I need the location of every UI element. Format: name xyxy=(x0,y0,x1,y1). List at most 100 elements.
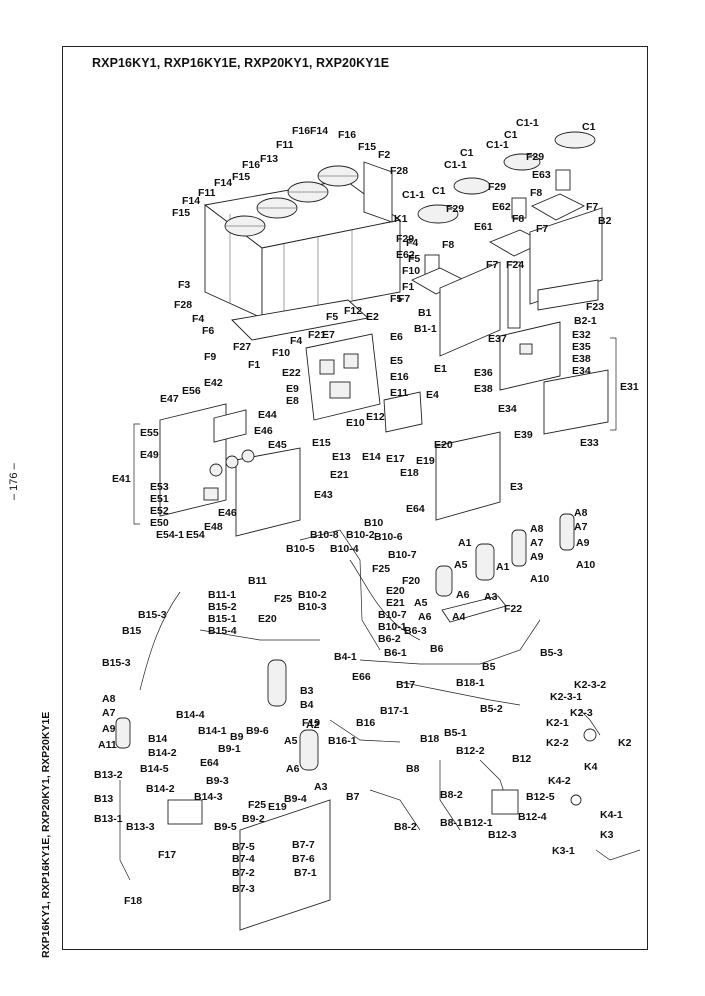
label-b11: B11 xyxy=(248,575,267,587)
label-a1: A1 xyxy=(496,561,510,573)
label-b14-2: B14-2 xyxy=(148,747,177,759)
label-b3: B3 xyxy=(300,685,314,697)
label-f25: F25 xyxy=(248,799,266,811)
label-b15-3: B15-3 xyxy=(102,657,131,669)
label-c1-1: C1-1 xyxy=(444,159,467,171)
label-b14-3: B14-3 xyxy=(194,791,223,803)
label-e63: E63 xyxy=(532,169,551,181)
label-e13: E13 xyxy=(332,451,351,463)
label-e36: E36 xyxy=(474,367,493,379)
label-f6: F6 xyxy=(202,325,214,337)
label-f27: F27 xyxy=(233,341,251,353)
label-f10: F10 xyxy=(402,265,420,277)
label-b8: B8 xyxy=(406,763,420,775)
label-e16: E16 xyxy=(390,371,409,383)
label-f8: F8 xyxy=(512,213,524,225)
label-b6: B6 xyxy=(430,643,444,655)
label-e45: E45 xyxy=(268,439,287,451)
label-b5-2: B5-2 xyxy=(480,703,503,715)
label-e12: E12 xyxy=(366,411,385,423)
label-a6: A6 xyxy=(456,589,470,601)
label-b5-3: B5-3 xyxy=(540,647,563,659)
label-e64: E64 xyxy=(406,503,425,515)
label-f8: F8 xyxy=(442,239,454,251)
label-b10: B10 xyxy=(364,517,383,529)
label-e49: E49 xyxy=(140,449,159,461)
label-e1: E1 xyxy=(434,363,447,375)
label-b17: B17 xyxy=(396,679,415,691)
label-b5-1: B5-1 xyxy=(444,727,467,739)
label-f12: F12 xyxy=(344,305,362,317)
label-b14-4: B14-4 xyxy=(176,709,205,721)
label-e41: E41 xyxy=(112,473,131,485)
label-f11: F11 xyxy=(276,139,294,151)
e41-bracket xyxy=(133,423,140,525)
label-e44: E44 xyxy=(258,409,277,421)
label-b14-5: B14-5 xyxy=(140,763,169,775)
label-e66: E66 xyxy=(352,671,371,683)
label-f28: F28 xyxy=(174,299,192,311)
label-f16: F16 xyxy=(242,159,260,171)
label-a6: A6 xyxy=(286,763,300,775)
label-f23: F23 xyxy=(586,301,604,313)
label-f18: F18 xyxy=(124,895,142,907)
label-a6: A6 xyxy=(418,611,432,623)
label-b8-2: B8-2 xyxy=(394,821,417,833)
label-b8-2: B8-2 xyxy=(440,789,463,801)
label-a8: A8 xyxy=(574,507,588,519)
label-b15-1: B15-1 xyxy=(208,613,237,625)
label-a7: A7 xyxy=(102,707,116,719)
label-a8: A8 xyxy=(530,523,544,535)
label-b7-1: B7-1 xyxy=(294,867,317,879)
label-a9: A9 xyxy=(102,723,116,735)
label-b14-1: B14-1 xyxy=(198,725,227,737)
page-title: RXP16KY1, RXP16KY1E, RXP20KY1, RXP20KY1E xyxy=(92,56,390,70)
label-b10-1: B10-1 xyxy=(378,621,407,633)
label-k2: K2 xyxy=(618,737,632,749)
label-b10-2: B10-2 xyxy=(346,529,375,541)
label-e56: E56 xyxy=(182,385,201,397)
label-e54: E54 xyxy=(186,529,205,541)
label-b13: B13 xyxy=(94,793,113,805)
label-e19: E19 xyxy=(268,801,287,813)
label-c1: C1 xyxy=(582,121,596,133)
label-k1: K1 xyxy=(394,213,408,225)
label-a11: A11 xyxy=(98,739,117,751)
label-e38: E38 xyxy=(474,383,493,395)
part-labels: F16 F14 F11 F13 F16 F15 F14 F11 F14 F15 … xyxy=(94,117,639,907)
label-b15-2: B15-2 xyxy=(208,601,237,613)
label-f28: F28 xyxy=(390,165,408,177)
e31-bracket xyxy=(610,337,617,431)
label-f22: F22 xyxy=(504,603,522,615)
label-e52: E52 xyxy=(150,505,169,517)
label-f16: F16 xyxy=(292,125,310,137)
label-a9: A9 xyxy=(530,551,544,563)
label-e62: E62 xyxy=(492,201,511,213)
label-e31: E31 xyxy=(620,381,639,393)
label-e7: E7 xyxy=(322,329,335,341)
label-e10: E10 xyxy=(346,417,365,429)
label-e51: E51 xyxy=(150,493,169,505)
label-e2: E2 xyxy=(366,311,379,323)
condenser-cabinet xyxy=(203,161,402,341)
label-b18-1: B18-1 xyxy=(456,677,485,689)
label-f29: F29 xyxy=(488,181,506,193)
label-b10-2: B10-2 xyxy=(298,589,327,601)
label-a8: A8 xyxy=(102,693,116,705)
label-f3: F3 xyxy=(178,279,190,291)
label-f14: F14 xyxy=(214,177,232,189)
label-b14: B14 xyxy=(148,733,167,745)
label-f19: F19 xyxy=(302,717,320,729)
label-f2: F2 xyxy=(378,149,390,161)
fan-motors xyxy=(411,131,596,295)
label-b11-1: B11-1 xyxy=(208,589,236,601)
label-k2-1: K2-1 xyxy=(546,717,569,729)
label-k2-3-1: K2-3-1 xyxy=(550,691,582,703)
label-b10-5: B10-5 xyxy=(286,543,315,555)
label-e64: E64 xyxy=(200,757,219,769)
label-b7-7: B7-7 xyxy=(292,839,315,851)
label-e47: E47 xyxy=(160,393,179,405)
label-e34: E34 xyxy=(498,403,517,415)
label-f29: F29 xyxy=(526,151,544,163)
